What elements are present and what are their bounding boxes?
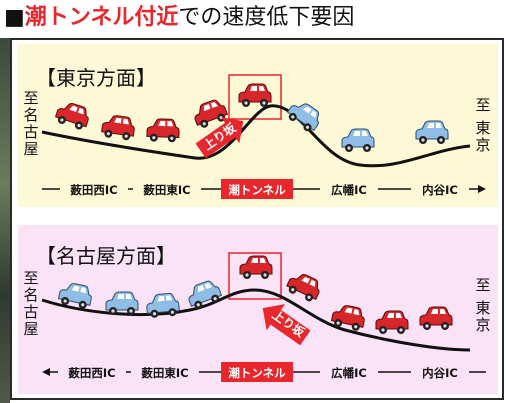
tokyo-bound-heading: 【東京方面】	[36, 66, 156, 90]
top-uphill-arrow	[195, 117, 244, 159]
bottom-uphill-arrow	[262, 304, 311, 346]
top-right-destination: 至東京	[475, 96, 491, 154]
bottom-tunnel-label-bg	[221, 362, 293, 382]
top-car-red-3	[146, 117, 180, 144]
bottom-ic-label: 内谷IC	[422, 366, 458, 380]
bottom-road-arrowhead	[42, 368, 50, 376]
top-car-red-2	[100, 113, 137, 142]
bottom-car-red-2	[284, 269, 324, 305]
bottom-right-destination: 至東京	[475, 276, 491, 334]
top-ic-label: 内谷IC	[422, 183, 458, 197]
top-tunnel-label: 潮トンネル	[228, 183, 286, 197]
bottom-ic-label: 薮田西IC	[68, 366, 115, 380]
top-interchange-labels: 薮田西IC 薮田東IC 潮トンネル 広幡IC 内谷IC	[60, 180, 469, 198]
top-ic-label: 薮田東IC	[143, 183, 190, 197]
title-highlight: 潮トンネル付近	[24, 5, 179, 30]
bottom-interchange-labels: 薮田西IC 薮田東IC 潮トンネル 広幡IC 内谷IC	[58, 363, 469, 381]
bottom-tunnel-box	[228, 252, 282, 300]
nagoya-bound-heading: 【名古屋方面】	[36, 244, 176, 268]
bottom-ic-label: 薮田東IC	[141, 366, 188, 380]
top-left-destination: 至名古屋	[23, 89, 39, 158]
bottom-road-profile	[41, 288, 471, 352]
top-ic-label: 薮田西IC	[70, 183, 117, 197]
top-car-blue-2	[341, 128, 375, 153]
top-ic-label: 広幡IC	[331, 183, 367, 197]
bottom-car-red-5	[419, 306, 453, 331]
top-car-red-1	[53, 99, 93, 133]
top-car-red-5	[238, 83, 272, 108]
bottom-ic-label: 広幡IC	[331, 366, 367, 380]
page-title: ■潮トンネル付近での速度低下要因	[4, 5, 355, 30]
top-tunnel-label-bg	[221, 179, 293, 199]
top-tunnel-box	[228, 74, 282, 120]
bottom-car-red-1	[239, 255, 273, 280]
bottom-left-destination: 至名古屋	[23, 269, 39, 338]
top-car-blue-3	[415, 120, 449, 145]
top-road-profile	[41, 104, 471, 168]
bottom-car-blue-2	[105, 291, 139, 316]
top-car-blue-1	[284, 96, 325, 136]
title-rest: での速度低下要因	[178, 5, 355, 30]
bottom-tunnel-label: 潮トンネル	[228, 366, 286, 380]
bottom-car-red-4	[375, 310, 409, 335]
background-photo-edge	[0, 38, 10, 403]
top-road-arrowhead	[478, 185, 486, 193]
